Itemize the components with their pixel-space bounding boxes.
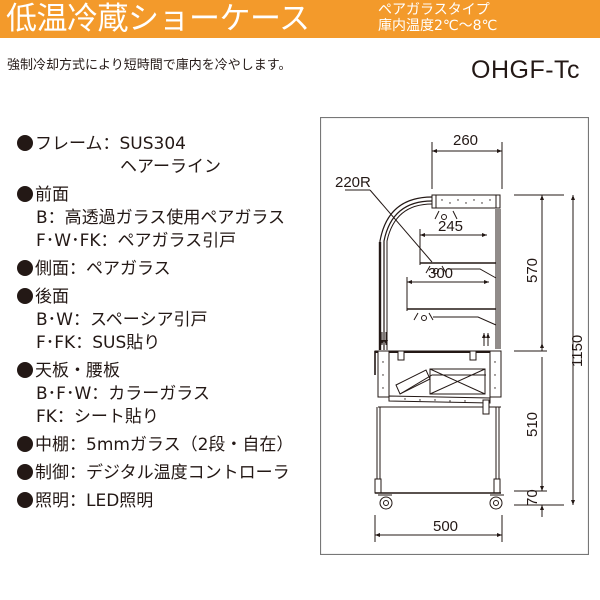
spec-side: 側面：ペアガラス	[17, 258, 317, 281]
dim-upper-height: 570	[524, 258, 541, 283]
spec-rear: 後面 B･W：スペーシア引戸 F･FK：SUS貼り	[17, 286, 317, 355]
spec-top-panel: 天板・腰板 B･F･W：カラーガラス FK：シート貼り	[17, 360, 317, 429]
page-title: 低温冷蔵ショーケース	[6, 1, 310, 37]
dim-caster-height: 70	[524, 489, 541, 506]
dim-radius: 220R	[335, 174, 371, 191]
subtitle-type: ペアガラスタイプ	[378, 2, 490, 18]
side-section-drawing: 260 220R 245 300 500 570 510 70 1150	[319, 116, 590, 556]
spec-front: 前面 B：高透過ガラス使用ペアガラス F･W･FK：ペアガラス引戸	[17, 184, 317, 253]
spec-frame: フレーム：SUS304 ヘアーライン	[17, 133, 317, 179]
model-number: OHGF-Tc	[471, 56, 581, 84]
tagline: 強制冷却方式により短時間で庫内を冷やします。	[7, 58, 292, 73]
dim-lower-shelf: 300	[428, 265, 453, 282]
bullet-icon	[17, 288, 33, 304]
subtitle-temperature: 庫内温度2℃～8℃	[378, 18, 498, 34]
bullet-icon	[17, 492, 33, 508]
dim-upper-shelf: 245	[438, 218, 463, 235]
header-bar: 低温冷蔵ショーケース ペアガラスタイプ 庫内温度2℃～8℃	[0, 0, 600, 38]
spec-list: フレーム：SUS304 ヘアーライン 前面 B：高透過ガラス使用ペアガラス F･…	[17, 133, 317, 518]
bullet-icon	[17, 135, 33, 151]
dim-total-height: 1150	[569, 335, 586, 367]
spec-control: 制御：デジタル温度コントローラ	[17, 462, 317, 485]
bullet-icon	[17, 362, 33, 378]
dim-base-depth: 500	[433, 518, 458, 535]
bullet-icon	[17, 186, 33, 202]
bullet-icon	[17, 464, 33, 480]
bullet-icon	[17, 260, 33, 276]
spec-shelf: 中棚：5mmガラス（2段・自在）	[17, 434, 317, 457]
header-subtitle: ペアガラスタイプ 庫内温度2℃～8℃	[378, 2, 497, 34]
dim-top-depth: 260	[453, 132, 478, 149]
dim-base-height: 510	[524, 412, 541, 437]
bullet-icon	[17, 436, 33, 452]
spec-lighting: 照明：LED照明	[17, 490, 317, 513]
